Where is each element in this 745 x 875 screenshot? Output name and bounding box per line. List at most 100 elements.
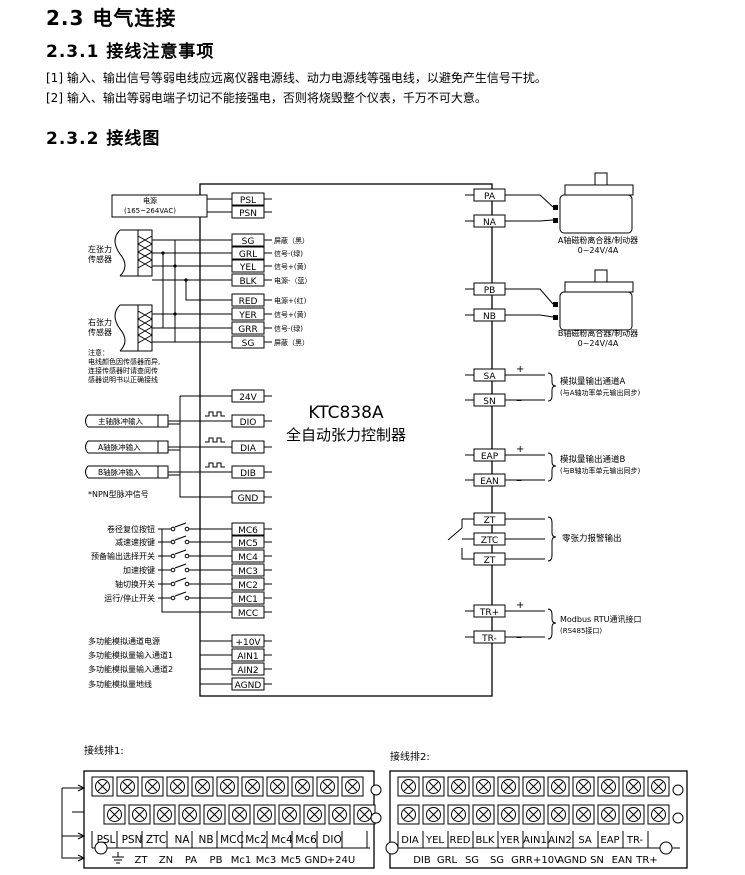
switch-1 [158,522,232,530]
terminal-label-eap: EAP [481,452,499,462]
pulse-wire-1 [168,411,232,422]
clutch-b-icon [553,269,634,331]
power-spec: (165~264VAC) [124,207,176,215]
block2-title: 接线排2: [390,750,430,763]
terminal-label-sa: SA [483,372,496,382]
ground-screw-3 [659,841,673,855]
svg-text:+: + [516,444,524,455]
terminal-label-pb: PB [484,286,496,296]
wire-label-yer: 信号+(黄) [274,310,307,319]
block1-bottom-1: ZN [159,855,173,866]
block2-bottom-6: AGND [557,855,587,866]
terminal-label-blk: BLK [239,277,257,287]
block2-bottom-0: DIB [413,855,431,866]
pulse-note: *NPN型脉冲信号 [88,489,149,499]
block1-top2-4: DIO [322,834,341,846]
right-sensor-label-1: 右张力 [88,317,112,327]
analog-input-label-4: 多功能模拟量地线 [88,679,152,689]
switch-5 [158,577,232,585]
power-source-box [111,194,208,218]
block2-bottom-9: TR+ [635,855,657,866]
ground-icon [112,852,124,864]
terminal-label-grl: GRL [239,250,257,260]
pulse-cable-1 [85,414,158,428]
pulse-wire-2 [168,437,232,448]
terminal-label-trp: TR+ [479,608,499,618]
pulse-label-1: 主轴脉冲输入 [98,416,143,426]
switch-label-1: 卷径复位按钮 [107,524,155,534]
modbus-sub: (RS485接口) [560,626,602,635]
analog-input-label-3: 多功能模拟量输入通道2 [88,664,173,674]
block2-bottom-8: EAN [612,855,633,866]
block2-bottom-4: GRR [511,855,533,866]
block1-bottom-4: Mc1 [231,855,252,866]
terminal-label-mcc: MCC [238,609,258,619]
block1-title: 接线排1: [84,744,124,757]
terminal-label-mc2: MC2 [238,581,258,591]
wire-label-blk: 电源-（蓝） [274,276,312,285]
svg-text:+: + [516,364,524,375]
controller-name: 全自动张力控制器 [286,426,406,444]
terminal-label-nb: NB [483,312,496,322]
terminal-label-mc3: MC3 [238,567,258,577]
terminal-label-sg1: SG [242,237,255,247]
terminal-label-dib: DIB [240,469,256,479]
right-sensor-label-2: 传感器 [88,327,112,337]
block2-top-1: YEL [425,835,444,846]
block1-bottom-0: ZT [135,855,149,866]
terminal-label-ztc: ZTC [481,536,498,546]
svg-text:–: – [516,630,522,644]
svg-text:+: + [516,600,524,611]
clutch-a-icon [553,172,634,234]
block1-top-1: ZTC [146,834,166,846]
switch-label-3: 预备输出选择开关 [91,551,155,561]
wire-label-grl: 信号-(绿) [274,249,303,258]
terminal-label-sn: SN [483,397,495,407]
terminal-label-zt1: ZT [484,516,496,526]
terminal-label-sg2: SG [242,339,255,349]
block2-top-5: AIN1 [523,835,547,846]
pulse-label-3: B轴脉冲输入 [98,467,141,477]
block2-top-6: AIN2 [548,835,572,846]
block2-top-0: DIA [401,835,419,846]
right-tension-sensor [114,304,153,352]
controller-model: KTC838A [308,403,384,423]
terminal-label-ain2: AIN2 [237,666,258,676]
analog-out-b-sub: (与B轴功率单元输出同步) [560,466,641,475]
analog-out-a-sub: (与A轴功率单元输出同步) [560,388,641,397]
notes-heading: 2.3.1 接线注意事项 [46,42,215,62]
analog-out-a-title: 模拟量输出通道A [560,376,626,387]
terminal-label-v10: +10V [235,638,261,648]
block1-top2-3: Mc4 [271,834,293,846]
block2-bottom-3: SG [490,855,504,866]
pulse-cable-3 [85,465,158,479]
block2-bottom-7: SN [590,855,604,866]
wire-label-grr: 信号-(绿) [274,324,303,333]
terminal-label-yel: YEL [239,263,256,273]
switch-common [161,529,232,613]
terminal-label-yer: YER [238,311,256,321]
block1-top2-1: NA [174,834,190,846]
power-title: 电源 [143,196,157,205]
block1-top-2: NB [198,834,213,846]
block1-top-4: Mc6 [295,834,317,846]
terminal-label-v24: 24V [239,393,257,403]
analog-input-label-1: 多功能模拟通道电源 [88,636,160,646]
switch-2 [158,535,232,543]
block2-top-4: YER [499,835,519,846]
block1-bottom-2: PA [185,855,197,866]
terminal-label-mc5: MC5 [238,539,258,549]
terminal-label-dia: DIA [240,444,257,454]
note-2: [2] 输入、输出等弱电端子切记不能接强电，否则将烧毁整个仪表，千万不可大意。 [46,91,487,105]
wire-label-red: 电源+(红) [274,296,307,305]
switch-6 [158,591,232,599]
clutch-b-title: B轴磁粉离合器/制动器 [558,328,638,338]
pulse-cable-2 [85,440,158,454]
switch-label-4: 加速按键 [123,565,155,575]
pulse-shield-1 [157,414,169,428]
switch-label-6: 运行/停止开关 [104,593,155,603]
block1-bottom-6: Mc5 [281,855,302,866]
block2-top-9: TR- [626,835,644,846]
ground-screw-2 [385,841,399,855]
